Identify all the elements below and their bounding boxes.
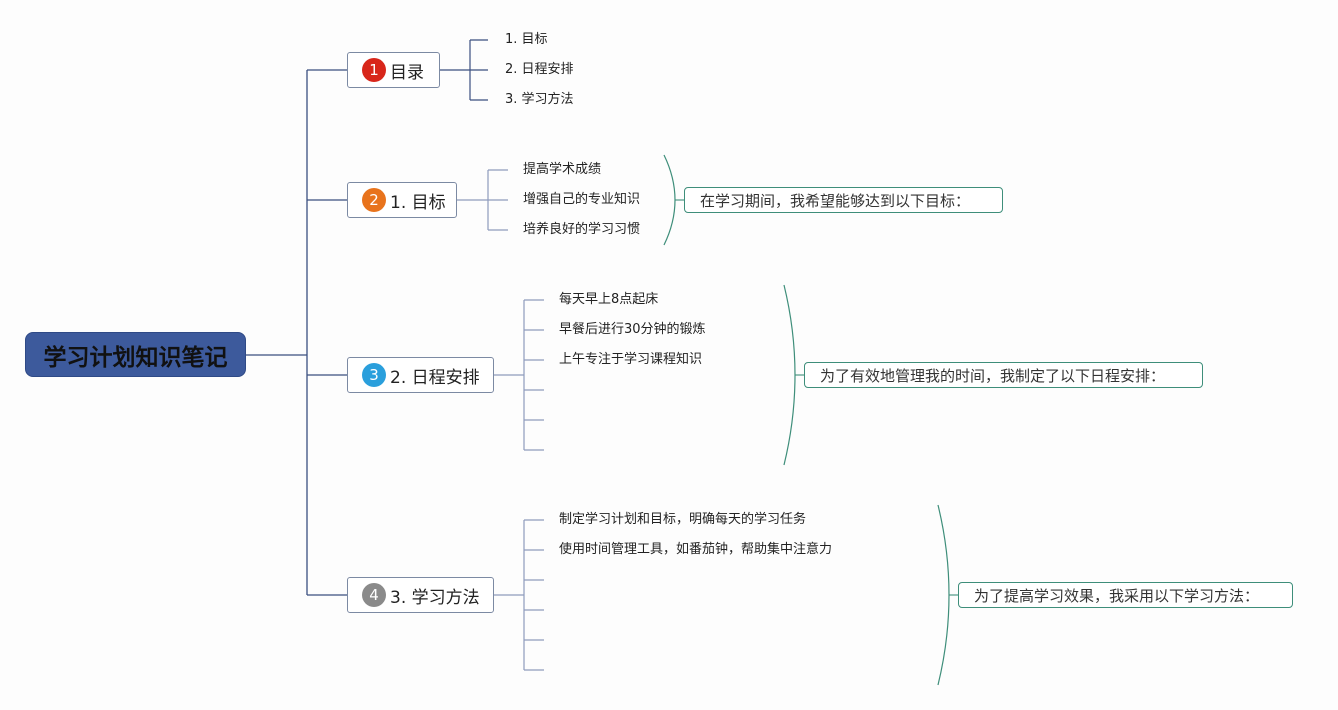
branch-toc[interactable]: 1 目录	[347, 52, 440, 88]
leaf-connector-1	[440, 39, 488, 101]
leaf-item[interactable]: 使用时间管理工具，如番茄钟，帮助集中注意力	[559, 542, 833, 557]
leaf-item[interactable]: 2. 日程安排	[505, 62, 574, 77]
badge-4-icon: 4	[362, 583, 386, 607]
leaf-connector-2	[457, 169, 508, 231]
root-title: 学习计划知识笔记	[43, 344, 228, 371]
leaf-item[interactable]: 每天早上8点起床	[559, 292, 659, 307]
summary-text: 在学习期间，我希望能够达到以下目标：	[700, 191, 971, 210]
summary-brace-4	[937, 504, 950, 686]
branch-goals[interactable]: 2 1. 目标	[347, 182, 457, 218]
leaf-item[interactable]: 上午专注于学习课程知识	[559, 352, 703, 367]
leaf-item[interactable]: 制定学习计划和目标，明确每天的学习任务	[559, 512, 807, 527]
branch-label: 3. 学习方法	[390, 587, 480, 608]
summary-note-schedule[interactable]: 为了有效地管理我的时间，我制定了以下日程安排：	[804, 362, 1203, 388]
summary-note-goals[interactable]: 在学习期间，我希望能够达到以下目标：	[684, 187, 1003, 213]
branch-methods[interactable]: 4 3. 学习方法	[347, 577, 494, 613]
leaf-item[interactable]: 1. 目标	[505, 32, 548, 47]
badge-1-icon: 1	[362, 58, 386, 82]
branch-label: 目录	[390, 62, 424, 83]
branch-label: 2. 日程安排	[390, 367, 480, 388]
leaf-item[interactable]: 3. 学习方法	[505, 92, 574, 107]
leaf-item[interactable]: 提高学术成绩	[523, 162, 602, 177]
summary-brace-3	[783, 284, 796, 466]
summary-brace-2	[663, 154, 676, 246]
badge-2-icon: 2	[362, 188, 386, 212]
leaf-item[interactable]: 早餐后进行30分钟的锻炼	[559, 322, 706, 337]
badge-3-icon: 3	[362, 363, 386, 387]
root-topic[interactable]: 学习计划知识笔记	[25, 332, 246, 377]
branch-schedule[interactable]: 3 2. 日程安排	[347, 357, 494, 393]
summary-note-methods[interactable]: 为了提高学习效果，我采用以下学习方法：	[958, 582, 1293, 608]
leaf-item[interactable]: 培养良好的学习习惯	[523, 222, 641, 237]
summary-text: 为了提高学习效果，我采用以下学习方法：	[974, 586, 1260, 605]
leaf-item[interactable]: 增强自己的专业知识	[523, 192, 641, 207]
summary-text: 为了有效地管理我的时间，我制定了以下日程安排：	[820, 366, 1166, 385]
leaf-connector-3	[494, 299, 544, 451]
branch-label: 1. 目标	[390, 192, 446, 213]
leaf-connector-4	[494, 519, 544, 671]
